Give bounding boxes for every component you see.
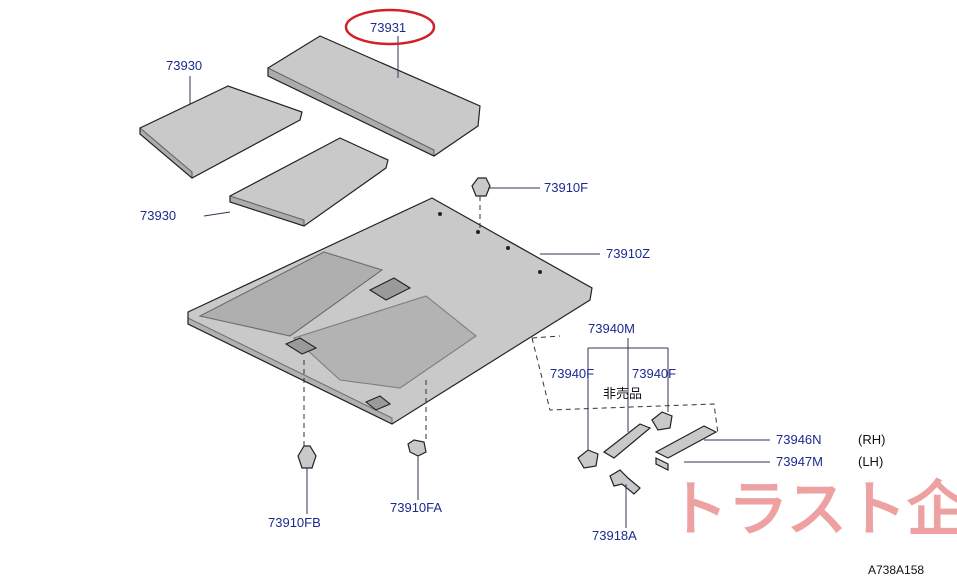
label-73940F-left: 73940F xyxy=(550,366,594,381)
label-73930-mid: 73930 xyxy=(140,208,176,223)
label-73910FB: 73910FB xyxy=(268,515,321,530)
label-73910F: 73910F xyxy=(544,180,588,195)
reference-code: A738A158 xyxy=(868,563,924,577)
watermark-logo: トラスト企画 xyxy=(668,475,957,545)
leader-lines xyxy=(189,36,770,528)
label-73946N: 73946N xyxy=(776,432,822,447)
label-73910Z: 73910Z xyxy=(606,246,650,261)
label-73931: 73931 xyxy=(370,20,406,35)
part-73940F-holder-right xyxy=(651,411,673,431)
label-not-sold: 非売品 xyxy=(603,386,642,401)
part-73946N-bracket xyxy=(654,425,718,471)
part-73931-pad xyxy=(267,35,481,157)
label-lh: (LH) xyxy=(858,454,883,469)
part-73910FA-clip xyxy=(407,439,427,457)
label-73918A: 73918A xyxy=(592,528,637,543)
label-73947M: 73947M xyxy=(776,454,823,469)
highlight-circle xyxy=(344,8,436,46)
label-73940M: 73940M xyxy=(588,321,635,336)
part-73910FB-clip xyxy=(297,445,317,469)
part-73910Z-headliner xyxy=(187,197,593,425)
label-73930-top: 73930 xyxy=(166,58,202,73)
label-73940F-right: 73940F xyxy=(632,366,676,381)
part-73940F-holder-left xyxy=(577,449,599,469)
label-rh: (RH) xyxy=(858,432,885,447)
label-73910FA: 73910FA xyxy=(390,500,442,515)
part-73918A-screw xyxy=(609,469,641,495)
part-73940M-rail xyxy=(602,423,652,459)
part-73930-pad-mid xyxy=(229,137,389,227)
part-73910F-clip xyxy=(471,177,491,197)
part-73930-pad-top xyxy=(139,85,303,180)
